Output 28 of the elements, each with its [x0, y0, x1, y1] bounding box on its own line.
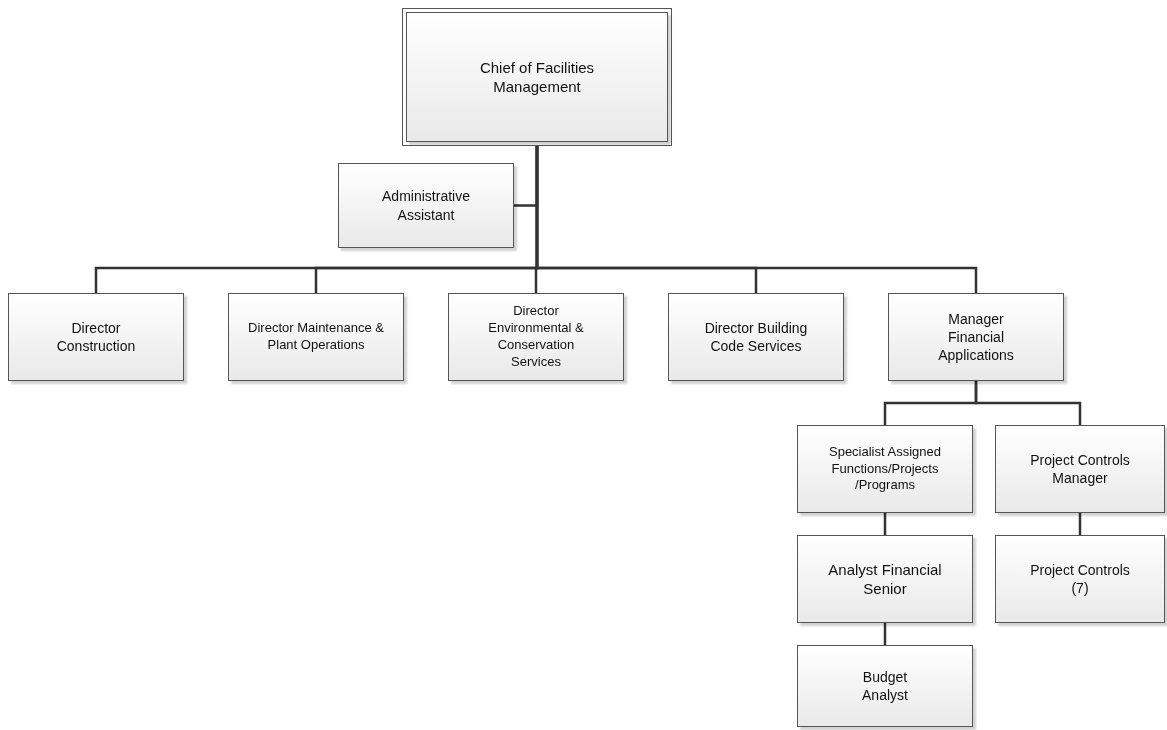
position-title: Director Environmental & Conservation Services: [487, 303, 585, 371]
position-title: Director Building Code Services: [703, 318, 809, 356]
position-box: [8, 293, 184, 381]
position-title: Manager Financial Applications: [937, 309, 1015, 365]
position-title: Director Construction: [55, 318, 137, 356]
position-box: [797, 535, 973, 623]
position-title: Administrative Assistant: [381, 187, 471, 224]
position-box: [338, 163, 514, 248]
connector-line: [1078, 513, 1082, 535]
position-box: [797, 645, 973, 727]
position-box: [995, 535, 1165, 623]
position-title: Director Maintenance & Plant Operations: [247, 320, 385, 354]
position-title: Analyst Financial Senior: [827, 559, 943, 599]
position-box: [668, 293, 844, 381]
position-box: [995, 425, 1165, 513]
connector-line: [974, 381, 1082, 425]
connector-line: [883, 623, 887, 645]
connector-line: [535, 146, 978, 293]
position-title: Budget Analyst: [861, 667, 909, 705]
position-title: Specialist Assigned Functions/Projects /Programs: [828, 443, 942, 495]
position-title: Project Controls Manager: [1029, 450, 1131, 488]
position-box: [228, 293, 404, 381]
position-box: [797, 425, 973, 513]
position-box: [448, 293, 624, 381]
position-title: Chief of Facilities Management: [478, 57, 596, 97]
connector-line: [883, 513, 887, 535]
position-box: [888, 293, 1064, 381]
position-title: Project Controls (7): [1030, 560, 1130, 598]
